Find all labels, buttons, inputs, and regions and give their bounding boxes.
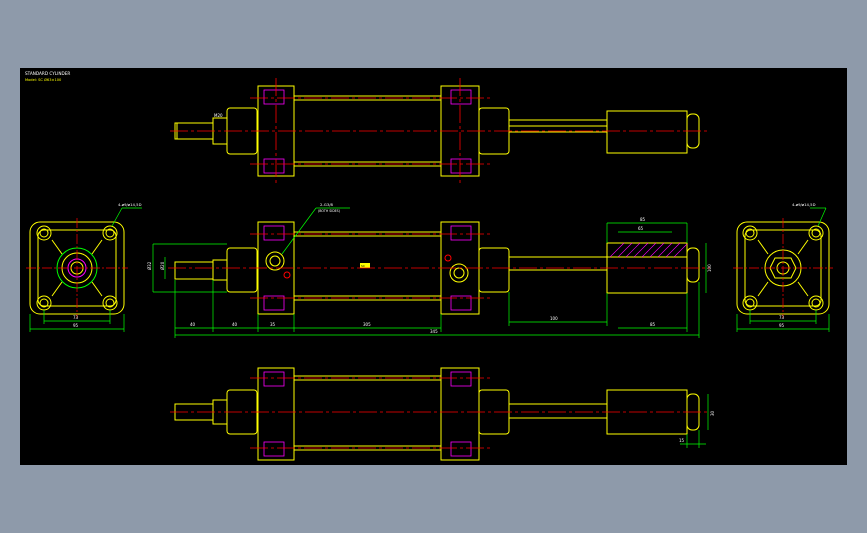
port-subnote: (BOTH SIDES): [318, 209, 340, 213]
dim-stroke: 100: [550, 316, 558, 321]
mid-ports: [265, 251, 469, 283]
dim-side-h: 100: [707, 264, 712, 272]
top-hidden-ports: [263, 89, 472, 174]
dim-end-inner-left: 73: [73, 315, 79, 320]
right-end-view: [733, 207, 833, 332]
mid-dimension-lines: [152, 222, 707, 338]
dim-total: 345: [430, 329, 438, 334]
dim-clevis-b: 65: [638, 226, 644, 231]
mid-hidden-ports: [263, 225, 472, 311]
bottom-dimension-lines: [680, 394, 709, 448]
left-end-view: [26, 207, 142, 332]
dim-bot-b: 30: [710, 410, 715, 416]
top-centerlines: [170, 78, 710, 184]
dim-end-outer-right: 95: [779, 323, 785, 328]
bottom-view: [174, 367, 700, 461]
cad-viewport[interactable]: STANDARD CYLINDER Model: SC Ø63×100: [20, 68, 847, 465]
cad-drawing: STANDARD CYLINDER Model: SC Ø63×100: [25, 71, 833, 461]
dim-end-outer-left: 95: [73, 323, 79, 328]
end-hole-note-left: 4-ø9/ø14,5D: [118, 202, 142, 207]
dim-rod-dia: Ø32: [147, 261, 152, 270]
mid-centerlines: [168, 233, 710, 299]
bottom-centerlines: [170, 377, 710, 449]
port-note: 2-G3/8: [320, 202, 334, 207]
dim-rod-b: 40: [232, 322, 238, 327]
drawing-title: STANDARD CYLINDER: [25, 71, 70, 76]
mid-badge: [360, 263, 370, 268]
dim-clevis-a: 85: [640, 217, 646, 222]
dim-rod-a: 40: [190, 322, 196, 327]
dim-bot-a: 15: [679, 438, 685, 443]
dim-cap: 35: [270, 322, 276, 327]
dim-end-inner-right: 73: [779, 315, 785, 320]
dim-body: 305: [363, 322, 371, 327]
dim-clevis-c: 85: [650, 322, 656, 327]
dim-hole-dia: Ø20: [160, 261, 165, 270]
thread-label: M20: [214, 113, 223, 118]
clevis-hatch: [606, 242, 688, 258]
end-hole-note-right: 4-ø9/ø14,5D: [792, 202, 816, 207]
drawing-subtitle: Model: SC Ø63×100: [25, 77, 62, 82]
badge-text: SC: [361, 264, 365, 268]
bottom-hidden-ports: [263, 371, 472, 457]
port-leader: [281, 207, 350, 255]
